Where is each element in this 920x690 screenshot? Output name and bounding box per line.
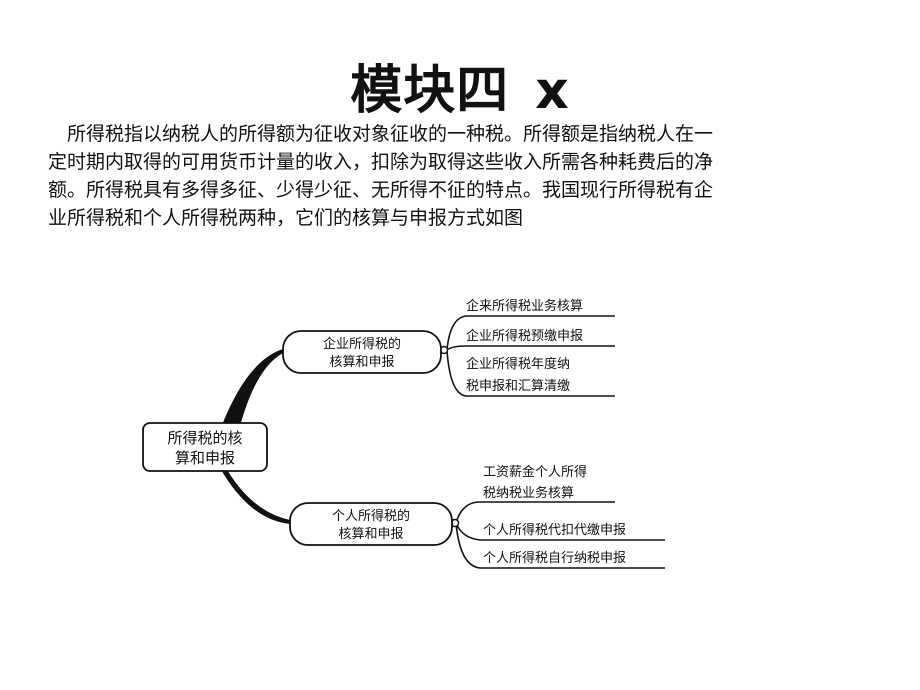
branch-node-enterprise: 企业所得税的 核算和申报 [282,330,442,374]
root-node: 所得税的核 算和申报 [142,422,268,472]
branch-node-enterprise-label-2: 核算和申报 [329,355,394,370]
branch-node-enterprise-label-1: 企业所得税的 [323,336,401,352]
leaf-individual-salary-line-2: 税纳税业务核算 [483,485,574,501]
branch-1-leaf-connectors [446,315,615,397]
root-node-label-1: 所得税的核 [167,429,242,447]
slide-title: 模块四 x [0,48,920,123]
root-to-branch-2-connector [220,468,290,524]
intro-paragraph: 所得税指以纳税人的所得额为征收对象征收的一种税。所得额是指纳税人在一 定时期内取… [48,120,870,232]
root-to-branch-1-connector [222,349,283,426]
leaf-enterprise-prepayment: 企业所得税预缴申报 [466,328,583,344]
leaf-enterprise-accounting: 企来所得税业务核算 [466,298,583,314]
paragraph-line: 业所得税和个人所得税两种，它们的核算与申报方式如图 [48,207,524,229]
title-main: 模块四 [350,61,510,121]
paragraph-line: 所得税指以纳税人的所得额为征收对象征收的一种税。所得额是指纳税人在一 [67,123,714,145]
leaf-individual-self-filing: 个人所得税自行纳税申报 [483,550,626,566]
paragraph-line: 定时期内取得的可用货币计量的收入，扣除为取得这些收入所需各种耗费后的净 [48,151,714,173]
branch-node-individual-label-1: 个人所得税的 [332,508,410,524]
title-suffix: x [535,61,570,121]
root-node-label-2: 算和申报 [175,449,235,467]
paragraph-line: 额。所得税具有多得多征、少得少征、无所得不征的特点。我国现行所得税有企 [48,179,714,201]
leaf-individual-salary-line-1: 工资薪金个人所得 [483,464,587,480]
branch-node-individual: 个人所得税的 核算和申报 [289,502,453,546]
leaf-enterprise-annual-line-2: 税申报和汇算清缴 [466,379,570,394]
branch-node-individual-label-2: 核算和申报 [338,527,403,542]
leaf-individual-withholding: 个人所得税代扣代缴申报 [483,522,626,538]
leaf-enterprise-annual-line-1: 企业所得税年度纳 [466,356,570,372]
